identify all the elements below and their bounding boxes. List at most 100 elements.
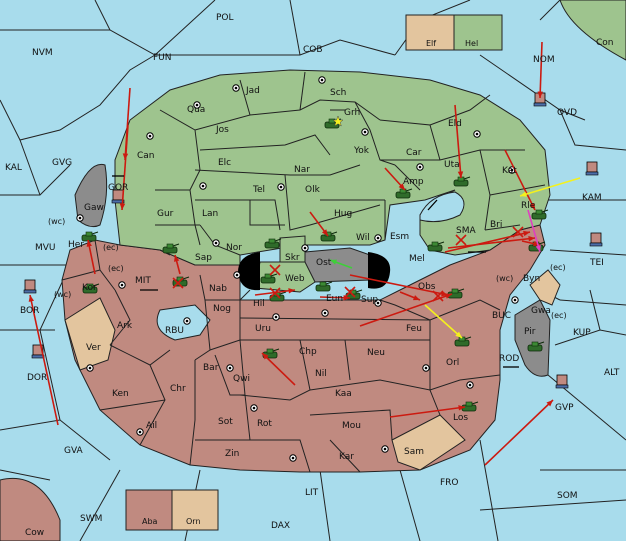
order-arrow-line: [454, 104, 462, 179]
label-Bar: Bar: [203, 363, 219, 373]
supply-center-dot-icon: [320, 78, 324, 82]
supply-center-dot-icon: [323, 311, 327, 315]
label-Kar: Kar: [339, 452, 354, 462]
label-Nab: Nab: [209, 284, 227, 294]
supply-center-dot-icon: [424, 366, 428, 370]
label-Sam: Sam: [404, 447, 424, 457]
label-Chr: Chr: [170, 384, 186, 394]
fleet-unit-icon: [23, 279, 37, 294]
land-labels: Jad Sch Qua Grh Eld Jos Can Yok Car Elc …: [68, 86, 551, 462]
label-Jos: Jos: [215, 125, 229, 135]
army-unit-icon: [82, 283, 100, 294]
label-Pir: Pir: [524, 327, 536, 337]
coast-labels: (wc) (ec) (ec) (wc) (wc) (ec) (ec): [48, 217, 567, 320]
order-arrow-line: [447, 237, 536, 249]
supply-center-dot-icon: [418, 165, 422, 169]
failed-order-x-icon: [269, 264, 281, 276]
supply-center-dot-icon: [120, 283, 124, 287]
label-Ail: Ail: [146, 421, 157, 431]
label-Uru: Uru: [255, 324, 271, 334]
failed-order-x-icon: [432, 290, 444, 302]
black-end-west: [238, 252, 260, 291]
order-arrow-line: [359, 293, 453, 327]
order-arrowhead-icon: [537, 91, 543, 98]
order-arrow-line: [444, 231, 531, 253]
supply-center-dot-icon: [376, 236, 380, 240]
label-Los: Los: [453, 413, 468, 423]
region-Gaw[interactable]: [74, 163, 108, 228]
label-Web: Web: [285, 274, 305, 284]
order-arrow-line: [527, 209, 541, 253]
supply-center-dot-icon: [185, 319, 189, 323]
label-FRO: FRO: [440, 478, 459, 488]
army-unit-icon: [531, 209, 549, 220]
supply-center-dot-icon: [383, 447, 387, 451]
fleet-unit-icon: [589, 232, 603, 247]
label-Wil: Wil: [356, 233, 370, 243]
order-arrowhead-icon: [546, 400, 553, 407]
order-arrowhead-icon: [458, 405, 465, 411]
label-GOR: GOR: [108, 183, 128, 193]
supply-center-dot-icon: [274, 315, 278, 319]
order-arrowhead-icon: [119, 203, 126, 210]
region-Cow[interactable]: [0, 477, 61, 541]
failed-order-x-icon: [269, 287, 281, 299]
label-NVM: NVM: [32, 48, 53, 58]
label-Hug: Hug: [334, 209, 352, 219]
supply-center-dot-icon: [201, 184, 205, 188]
label-Tel: Tel: [252, 185, 265, 195]
label-coast-wc-kor: (wc): [54, 290, 71, 299]
label-Con: Con: [596, 38, 614, 48]
region-Con[interactable]: [559, 0, 626, 61]
supply-center-dot-icon: [195, 103, 199, 107]
supply-center-dot-icon: [234, 86, 238, 90]
army-unit-icon: [427, 241, 445, 252]
lake-SMA: [419, 191, 465, 223]
label-DAX: DAX: [271, 521, 290, 531]
label-coast-ec-gwa: (ec): [551, 311, 567, 320]
order-arrowhead-icon: [457, 171, 464, 178]
label-Hil: Hil: [253, 299, 265, 309]
label-Byn: Byn: [523, 274, 540, 284]
fleet-unit-icon: [585, 161, 599, 176]
supply-center-dot-icon: [376, 301, 380, 305]
label-TEI: TEI: [589, 258, 604, 268]
order-arrow-line: [504, 149, 536, 211]
label-Sup: Sup: [361, 295, 378, 305]
label-Sot: Sot: [218, 417, 233, 427]
region-Sam[interactable]: [391, 414, 466, 471]
label-coast-ec-kor: (ec): [108, 264, 124, 273]
region-Gwa[interactable]: [529, 269, 561, 306]
supply-center-dot-icon: [235, 273, 239, 277]
order-arrow-line: [29, 294, 59, 426]
order-arrow-line: [424, 304, 463, 339]
order-arrowhead-icon: [520, 191, 527, 197]
region-Pir[interactable]: [514, 299, 551, 377]
label-Qua: Qua: [187, 105, 205, 115]
label-Nil: Nil: [315, 369, 327, 379]
label-Sch: Sch: [330, 88, 346, 98]
label-Zin: Zin: [225, 449, 239, 459]
label-LIT: LIT: [305, 488, 319, 498]
order-arrow-line: [484, 399, 554, 466]
label-Obs: Obs: [418, 282, 436, 292]
supply-center-dot-icon: [513, 298, 517, 302]
label-SWM: SWM: [80, 514, 102, 524]
failed-order-x-icon: [455, 234, 467, 246]
label-Kat: Kat: [502, 166, 517, 176]
label-FUN: FUN: [153, 53, 172, 63]
label-Bri: Bri: [490, 220, 502, 230]
order-arrow-line: [519, 177, 581, 197]
supply-center-dot-icon: [468, 383, 472, 387]
label-BOR: BOR: [20, 306, 39, 316]
supply-center-dot-icon: [279, 185, 283, 189]
legend-bottom: Aba Orn: [125, 489, 219, 531]
label-ROD: ROD: [499, 354, 519, 364]
region-Ver[interactable]: [64, 297, 116, 371]
army-unit-icon: [162, 243, 180, 254]
order-arrowhead-icon: [288, 288, 295, 294]
label-Nor: Nor: [226, 243, 242, 253]
order-arrowhead-icon: [455, 331, 462, 338]
order-arrow-line: [389, 406, 466, 418]
